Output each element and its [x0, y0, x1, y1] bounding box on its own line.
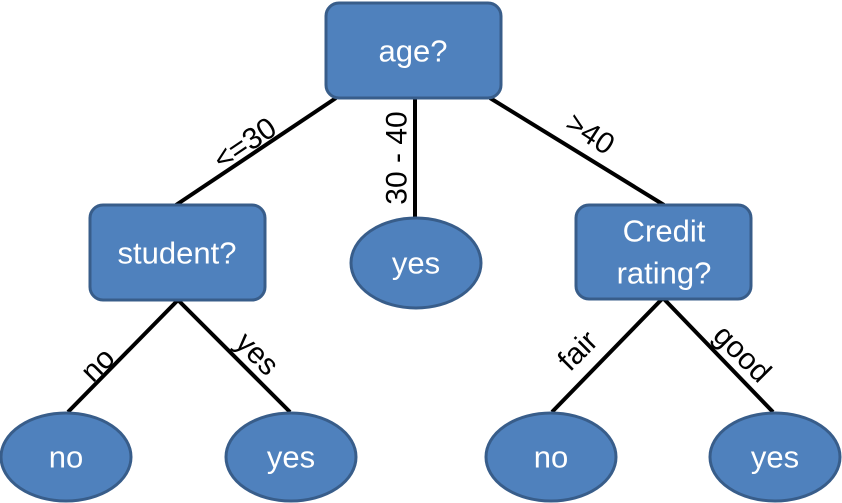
edge-credit-good	[661, 296, 775, 414]
leaf-credit-good-yes: yes	[708, 411, 842, 503]
node-credit-rating: Credit rating?	[574, 203, 753, 301]
leaf-student-no-label: no	[49, 440, 83, 475]
leaf-student-yes-label: yes	[267, 440, 315, 475]
leaf-credit-fair-no-label: no	[534, 440, 568, 475]
edge-student-yes	[176, 298, 292, 414]
edge-label-age-gt40: >40	[560, 106, 621, 161]
node-credit-rating-line1: Credit	[623, 214, 706, 249]
edge-student-no	[66, 298, 180, 414]
edge-credit-fair	[550, 296, 665, 414]
edge-label-age-30-40: 30 - 40	[381, 111, 414, 204]
leaf-student-yes: yes	[224, 411, 358, 503]
edge-label-age-le30: <=30	[207, 111, 282, 177]
node-student-label: student?	[118, 236, 237, 271]
leaf-credit-fair-no: no	[484, 411, 618, 503]
edge-label-credit-fair: fair	[552, 325, 605, 378]
leaf-credit-good-yes-label: yes	[751, 440, 799, 475]
node-age: age?	[324, 1, 503, 100]
leaf-student-no: no	[0, 411, 133, 503]
node-age-label: age?	[379, 34, 448, 69]
edge-label-student-yes: yes	[229, 326, 285, 382]
leaf-middle-yes: yes	[349, 216, 483, 310]
node-credit-rating-line2: rating?	[617, 256, 712, 291]
edge-age-gt40	[488, 96, 666, 207]
node-student: student?	[88, 203, 267, 302]
leaf-middle-yes-label: yes	[392, 246, 440, 281]
edge-label-student-no: no	[75, 342, 122, 389]
edge-age-le30	[174, 96, 338, 207]
